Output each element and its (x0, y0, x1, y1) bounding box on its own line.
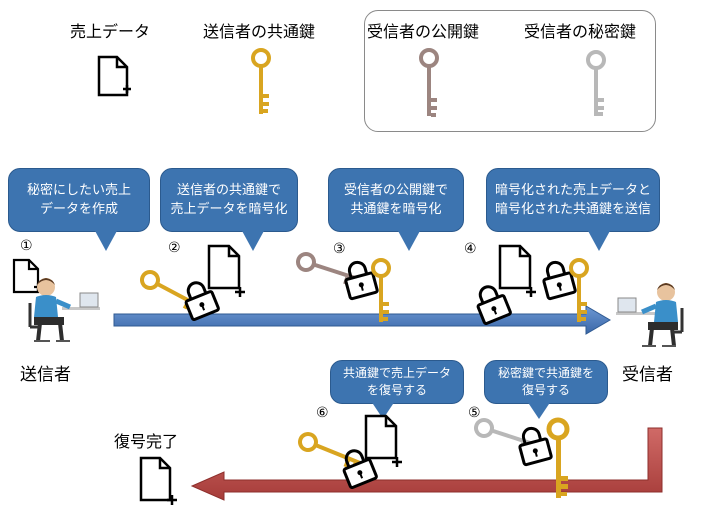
step-number-3: ③ (333, 241, 346, 257)
decryption-complete-label: 復号完了 (114, 432, 179, 451)
callout-step2: 送信者の共通鍵で 売上データを暗号化 (160, 168, 298, 251)
lock-icon (344, 260, 379, 301)
callout-step3-line2: 共通鍵を暗号化 (350, 202, 442, 217)
legend-receiver-public-key-label: 受信者の公開鍵 (367, 22, 480, 41)
callout-step6-line1: 共通鍵で売上データ (342, 366, 451, 380)
callout-step4-line1: 暗号化された売上データと (494, 183, 651, 198)
callout-step4: 暗号化された売上データと 暗号化された共通鍵を送信 (486, 168, 660, 251)
receiver-person-icon (616, 283, 684, 347)
gold-key-icon (371, 258, 391, 322)
callout-step2-line2: 売上データを暗号化 (170, 202, 288, 217)
step-number-5: ⑤ (468, 405, 481, 421)
document-icon (97, 55, 131, 97)
step-number-2: ② (168, 240, 181, 256)
silver-key-icon (586, 50, 606, 116)
lock-icon (542, 260, 577, 301)
lock-icon (184, 281, 220, 321)
callout-step6-line2: を復号する (366, 383, 427, 397)
callout-step1-line1: 秘密にしたい売上 (26, 183, 131, 198)
callout-step2-line1: 送信者の共通鍵で (176, 183, 281, 198)
callout-step1: 秘密にしたい売上 データを作成 (8, 168, 150, 251)
bronze-key-icon (419, 48, 439, 117)
sender-person-icon (28, 278, 100, 342)
callout-step5-line1: 秘密鍵で共通鍵を (497, 366, 594, 380)
callout-step5: 秘密鍵で共通鍵を 復号する (484, 360, 608, 419)
callout-step3: 受信者の公開鍵で 共通鍵を暗号化 (328, 168, 464, 251)
lock-icon (342, 449, 378, 489)
step-number-4: ④ (464, 241, 477, 257)
callout-step5-line2: 復号する (521, 383, 570, 397)
document-icon (364, 414, 402, 467)
gold-key-icon (546, 417, 570, 498)
legend-sender-common-key-label: 送信者の共通鍵 (203, 22, 316, 41)
callout-step3-line1: 受信者の公開鍵で (343, 183, 448, 198)
callout-step1-line2: データを作成 (39, 202, 118, 217)
document-icon (139, 456, 177, 505)
return-arrow (190, 427, 663, 501)
gold-key-icon (251, 48, 271, 114)
sender-label: 送信者 (20, 365, 71, 385)
receiver-label: 受信者 (622, 365, 673, 385)
legend-sales-data-label: 売上データ (70, 22, 151, 41)
document-icon (207, 244, 245, 297)
document-icon (498, 244, 536, 297)
step-number-1: ① (20, 238, 33, 254)
legend-receiver-secret-key-label: 受信者の秘密鍵 (524, 22, 637, 41)
callout-step4-line2: 暗号化された共通鍵を送信 (494, 202, 651, 217)
step-number-6: ⑥ (316, 405, 329, 421)
lock-icon (476, 285, 512, 325)
private-key-legend-frame (364, 10, 656, 132)
callout-step6: 共通鍵で売上データ を復号する (330, 360, 464, 419)
lock-icon (518, 426, 553, 467)
gold-key-icon (569, 258, 589, 322)
